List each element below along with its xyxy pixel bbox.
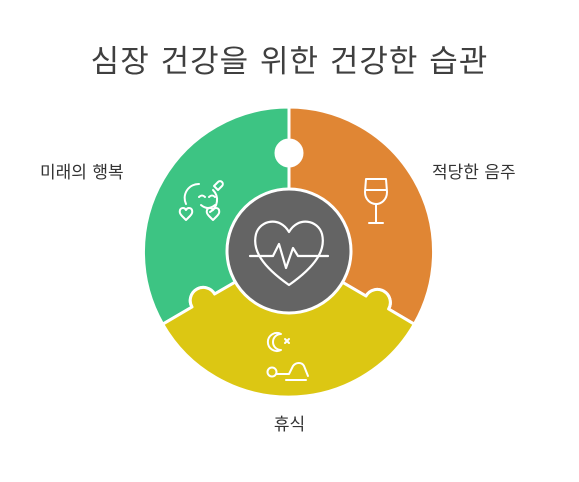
center-circle [225,187,353,315]
label-future-happiness: 미래의 행복 [40,163,124,183]
heartbeat-icon [248,220,330,287]
label-moderate-drinking: 적당한 음주 [432,163,516,183]
label-rest: 휴식 [273,415,306,435]
wine-glass-icon [364,178,388,224]
puzzle-piece-rest [161,249,416,399]
happy-faces-icon [178,180,224,221]
sleep-rest-icon [266,332,309,381]
diagram-title: 심장 건강을 위한 건강한 습관 [90,44,489,80]
